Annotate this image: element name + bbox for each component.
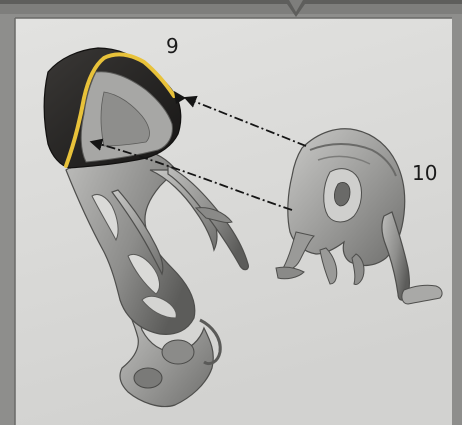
part-9-mount-boss bbox=[162, 340, 194, 364]
callout-10: 10 bbox=[412, 163, 437, 183]
part-9-mount-boss-lower bbox=[134, 368, 162, 388]
callout-9: 9 bbox=[166, 36, 179, 56]
